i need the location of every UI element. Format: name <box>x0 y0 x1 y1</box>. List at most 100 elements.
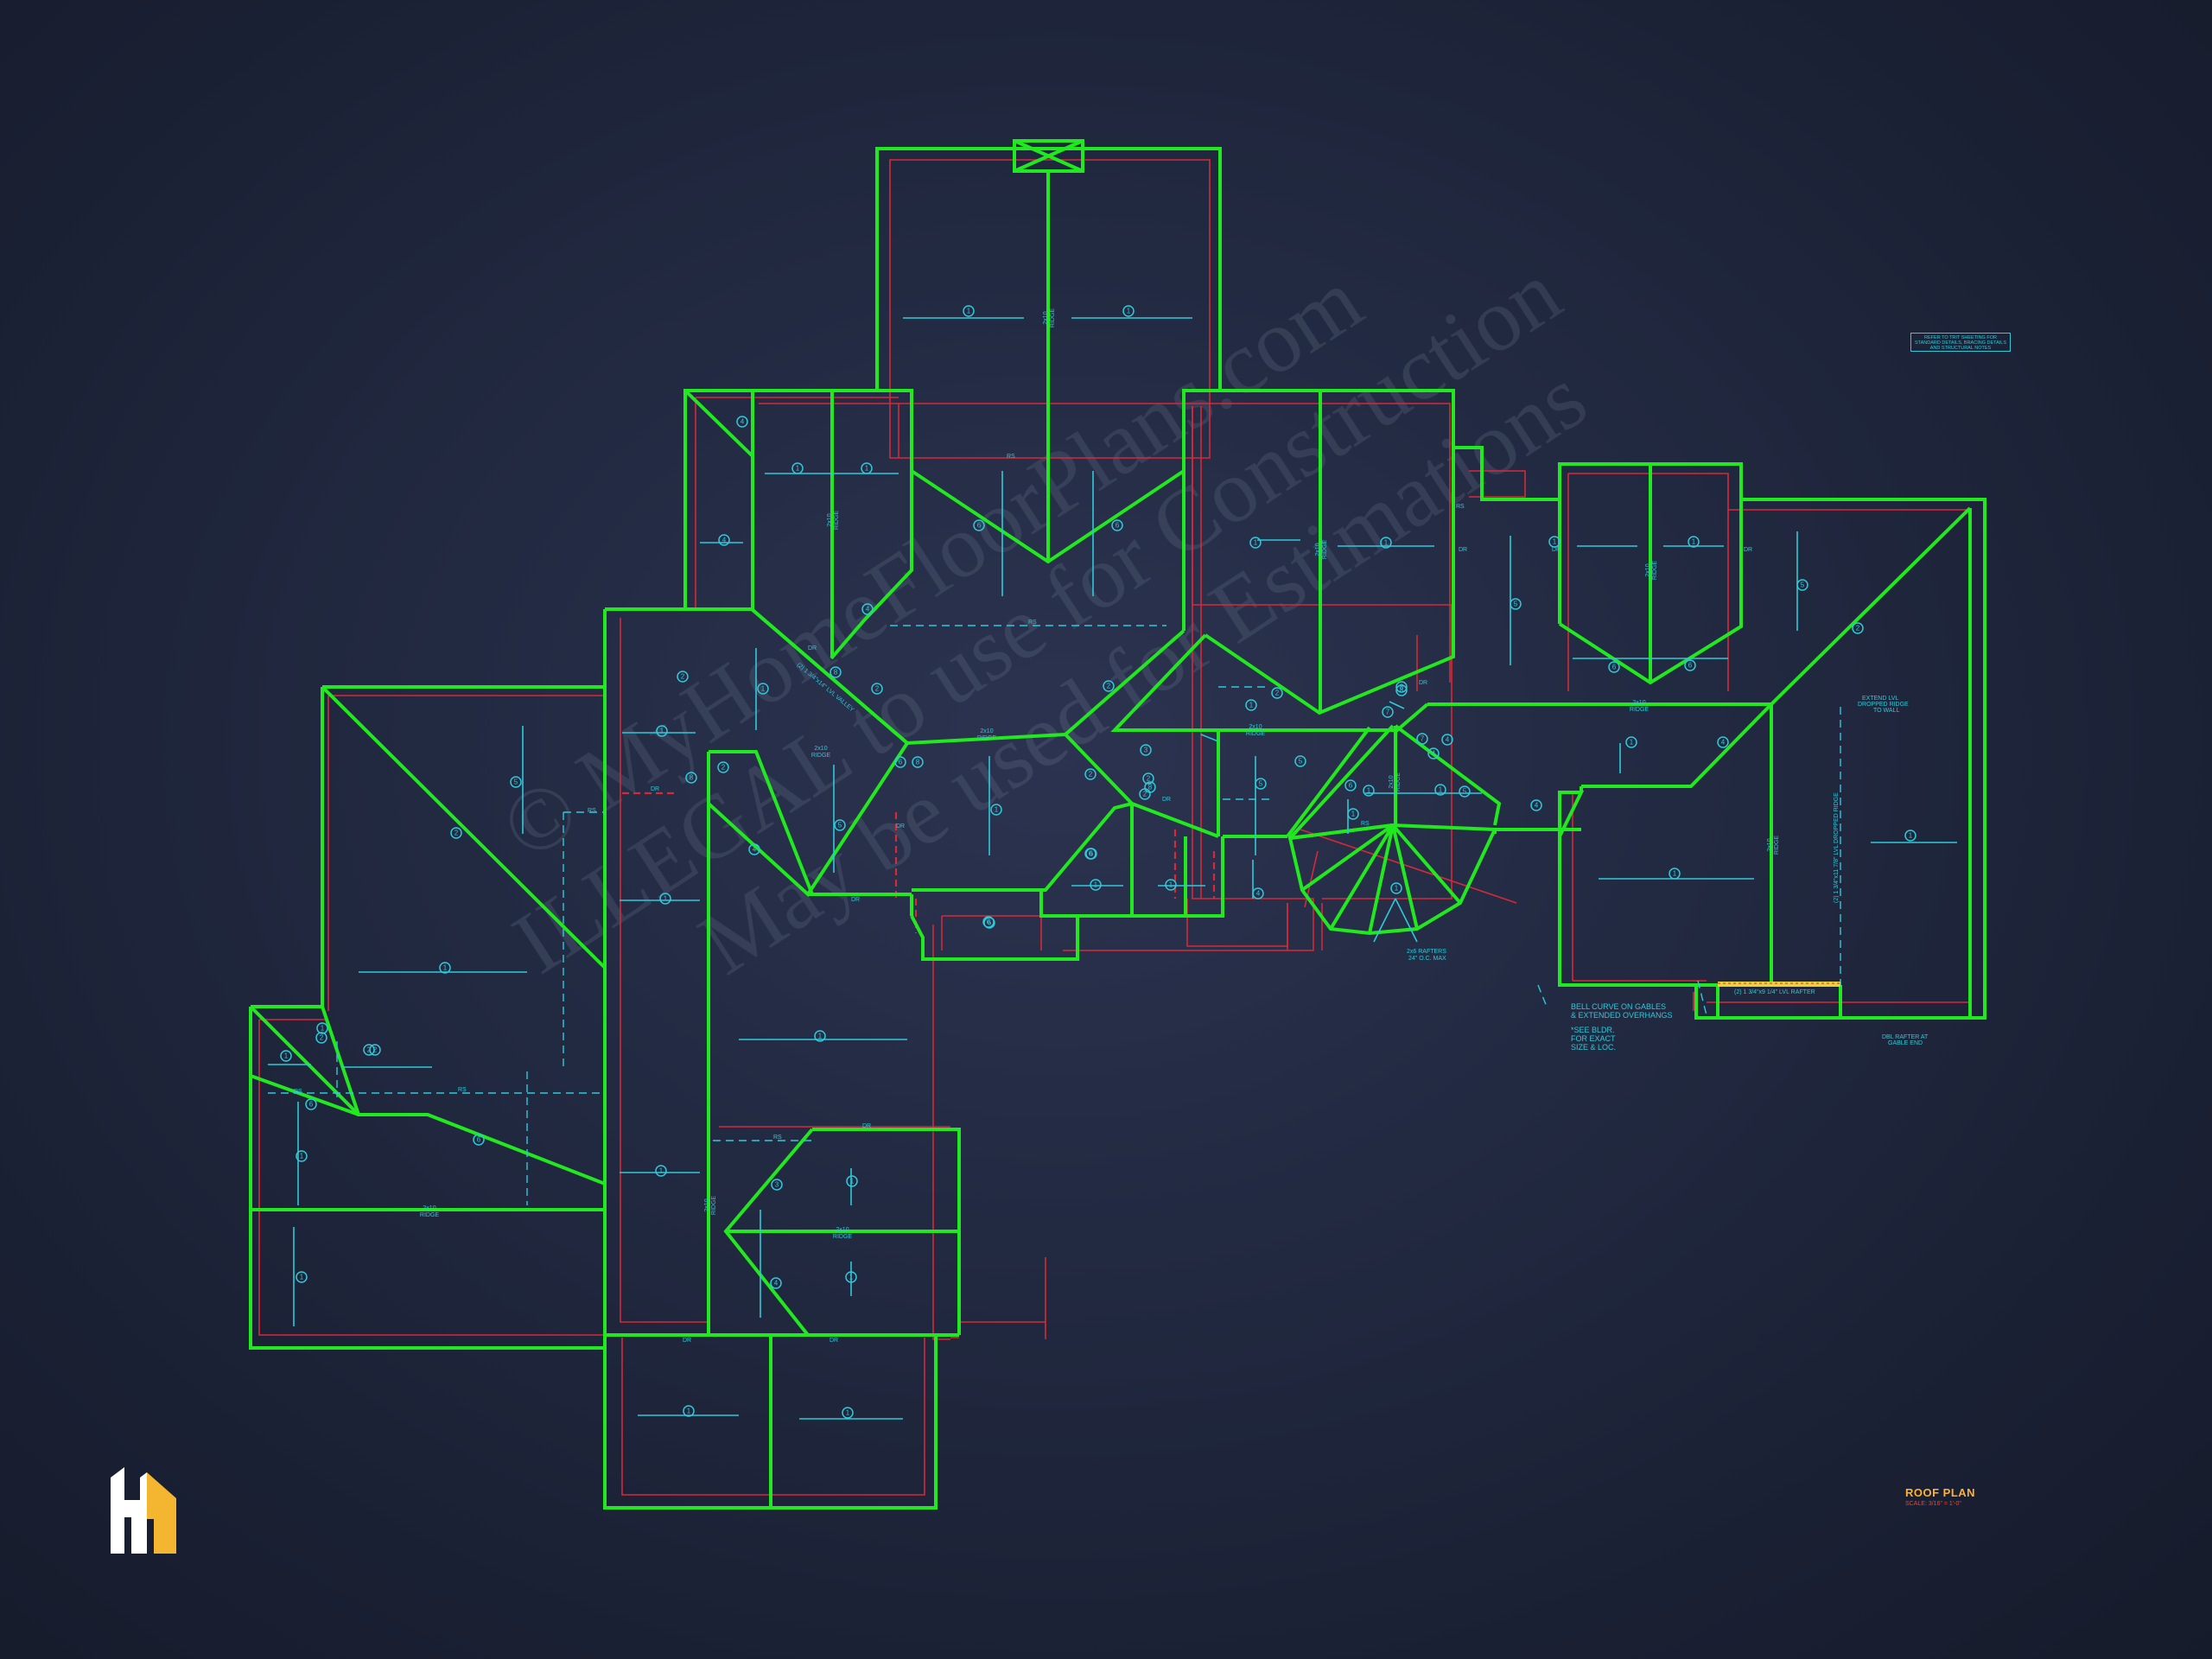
svg-text:2x10: 2x10 <box>836 1227 849 1233</box>
pitch-tag-number: 1 <box>1094 881 1098 889</box>
pitch-tag-number: 7 <box>1421 735 1425 743</box>
pitch-tag: 2 <box>717 761 729 773</box>
svg-text:2x10: 2x10 <box>980 728 993 734</box>
pitch-tag: 4 <box>861 603 874 615</box>
pitch-tag: 1 <box>296 1271 308 1283</box>
pitch-tag: 3 <box>771 1179 783 1191</box>
pitch-tag: 3 <box>1140 744 1152 756</box>
rs-label-right: RS <box>1456 504 1465 510</box>
pitch-tag-number: 1 <box>995 806 999 814</box>
circle-tag-icon <box>296 1271 308 1283</box>
circle-tag-icon <box>305 1098 317 1110</box>
pitch-tag-number: 1 <box>761 685 766 693</box>
rs-label-top: RS <box>1007 454 1015 460</box>
circle-tag-icon <box>1271 687 1283 699</box>
pitch-tag: 1 <box>846 1175 858 1187</box>
pitch-tag: 5 <box>510 776 522 788</box>
pitch-tag-number: 2 <box>1089 771 1093 779</box>
dr-label-6: DR <box>1459 547 1467 553</box>
circle-tag-icon <box>1548 536 1560 548</box>
svg-text:RIDGE: RIDGE <box>811 753 831 759</box>
pitch-tag: 6 <box>1684 659 1696 671</box>
circle-tag-icon <box>1904 830 1916 842</box>
ridge-label-turret: 2x10 RIDGE <box>1389 772 1402 792</box>
pitch-tag-number: 1 <box>664 895 668 903</box>
pitch-tag-number: 6 <box>477 1136 481 1144</box>
svg-text:2x10: 2x10 <box>1315 543 1321 556</box>
circle-tag-icon <box>1510 598 1522 610</box>
circle-tag-icon <box>982 916 995 928</box>
pitch-tag-number: 8 <box>916 759 920 766</box>
extend-note-1: EXTEND LVL <box>1862 696 1898 702</box>
pitch-tag: 4 <box>1427 747 1440 760</box>
extend-note-2: DROPPED RIDGE <box>1858 702 1909 708</box>
pitch-tag: 5 <box>1459 785 1471 798</box>
circle-tag-icon <box>1625 736 1637 748</box>
pitch-tag-number: 1 <box>967 308 971 315</box>
pitch-tag-number: 6 <box>1688 662 1693 670</box>
pitch-tag-number: 5 <box>514 779 518 786</box>
pitch-tag-number: 2 <box>875 685 880 693</box>
circle-tag-icon <box>757 683 769 695</box>
pitch-tag: 2 <box>1084 768 1096 780</box>
pitch-tag-number: 8 <box>1400 683 1404 691</box>
circle-tag-icon <box>1441 734 1453 746</box>
pitch-tag-number: 1 <box>284 1052 289 1060</box>
bell-curve-note-2: & EXTENDED OVERHANGS <box>1571 1011 1673 1020</box>
dr-label-11: DR <box>830 1338 838 1344</box>
pitch-tag-number: 4 <box>741 418 745 426</box>
circle-tag-icon <box>718 534 730 546</box>
pitch-tag-number: 2 <box>373 1046 378 1054</box>
rafters-note-2: 24" O.C. MAX <box>1408 956 1446 962</box>
pitch-tag-number: 4 <box>753 846 757 854</box>
svg-text:RIDGE: RIDGE <box>833 1234 853 1240</box>
pitch-tag-number: 7 <box>1386 709 1390 716</box>
pitch-tag-number: 8 <box>834 669 838 677</box>
pitch-tag-number: 2 <box>1107 683 1111 690</box>
circle-tag-icon <box>1390 882 1402 894</box>
dr-label-8: DR <box>1744 547 1752 553</box>
circle-tag-icon <box>861 603 874 615</box>
circle-tag-icon <box>770 1277 782 1289</box>
ridge-label-upper-right: 2x10 RIDGE <box>1315 540 1328 560</box>
slope-arrows <box>268 317 1957 1420</box>
pitch-tag-number: 1 <box>1169 881 1173 889</box>
pitch-tag-number: 2 <box>1856 625 1860 632</box>
circle-tag-icon <box>1427 747 1440 760</box>
pitch-tag-number: 8 <box>690 774 694 782</box>
pitch-tag-number: 1 <box>1673 870 1677 878</box>
pitch-tag-number: 1 <box>1351 810 1356 818</box>
pitch-tag: 2 <box>677 671 689 683</box>
circle-tag-icon <box>871 683 883 695</box>
pitch-tag-number: 4 <box>1446 736 1450 744</box>
pitch-tag: 4 <box>770 1277 782 1289</box>
pitch-tag-number: 4 <box>1721 739 1726 747</box>
pitch-tag: 1 <box>656 725 668 737</box>
circle-tag-icon <box>510 776 522 788</box>
see-bldr-note-1: *SEE BLDR. <box>1571 1026 1615 1034</box>
circle-tag-icon <box>834 819 846 831</box>
bell-curve-note-1: BELL CURVE ON GABLES <box>1571 1002 1666 1011</box>
pitch-tag-number: 1 <box>818 1033 823 1040</box>
pitch-tag: 1 <box>842 1407 854 1419</box>
pitch-tag: 2 <box>1852 622 1864 634</box>
ridge-label-hub: 2x10 RIDGE <box>977 728 997 741</box>
pitch-tag: 6 <box>1344 779 1357 791</box>
circle-tag-icon <box>983 917 995 929</box>
pitch-tag-number: 4 <box>722 537 727 544</box>
pitch-tag: 2 <box>1271 687 1283 699</box>
pitch-tag-number: 2 <box>721 764 726 772</box>
pitch-tag: 8 <box>1395 681 1408 693</box>
pitch-tag: 1 <box>1347 808 1359 820</box>
circle-tag-icon <box>363 1044 375 1056</box>
svg-text:RIDGE: RIDGE <box>834 511 840 531</box>
pitch-tag-number: 1 <box>300 1274 304 1281</box>
svg-text:RIDGE: RIDGE <box>1774 836 1780 855</box>
pitch-tag-number: 1 <box>1127 308 1131 315</box>
circle-tag-icon <box>748 843 760 855</box>
dr-label-1: DR <box>651 786 659 792</box>
pitch-tag: 4 <box>1252 887 1264 899</box>
circle-tag-icon <box>450 827 462 839</box>
pitch-tag: 2 <box>1103 680 1115 692</box>
